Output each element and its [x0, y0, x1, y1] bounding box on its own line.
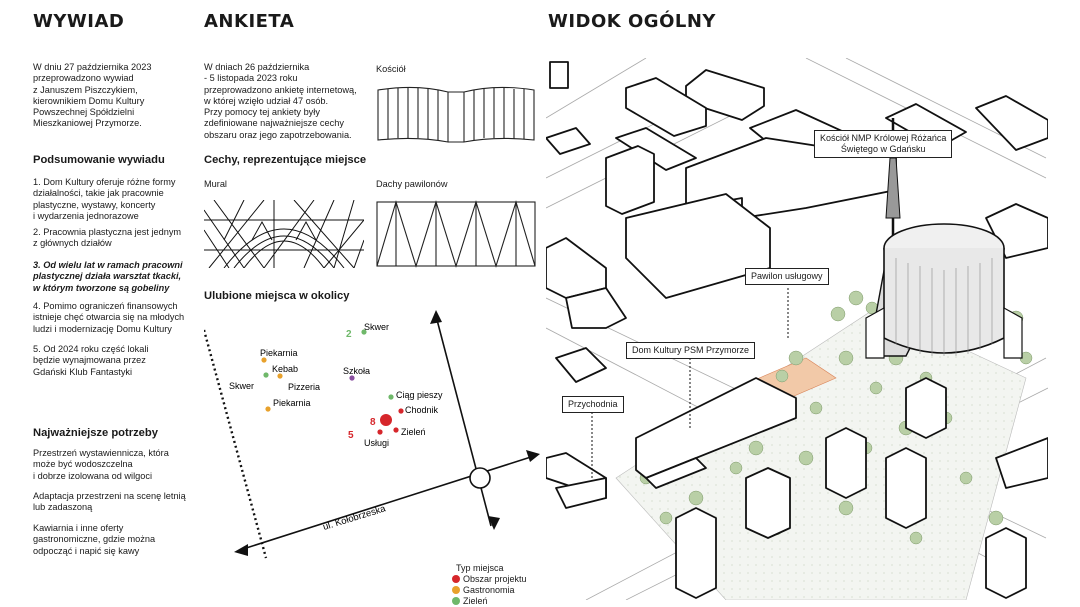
legend-item: Obszar projektu	[452, 574, 527, 585]
place-label: Chodnik	[405, 405, 439, 415]
need-2: Adaptacja przestrzeni na scenę letnią lu…	[33, 491, 186, 513]
places-heading: Ulubione miejsca w okolicy	[204, 290, 350, 302]
image-label-kosciol: Kościół	[376, 64, 406, 74]
image-label-dachy: Dachy pawilonów	[376, 179, 448, 189]
need-1: Przestrzeń wystawiennicza, która może by…	[33, 448, 169, 481]
axonometric-site-view	[546, 58, 1048, 600]
count-label: 5	[348, 430, 354, 441]
legend-swatch	[452, 586, 460, 594]
place-dot	[361, 329, 367, 335]
image-label-mural: Mural	[204, 179, 227, 189]
place-label: Piekarnia	[273, 398, 311, 408]
place-label: Piekarnia	[260, 348, 298, 358]
map-boundary-dotted	[204, 329, 268, 559]
place-label: Usługi	[364, 438, 389, 448]
place-dot	[377, 429, 383, 435]
map-arrowheads	[234, 310, 540, 556]
callout-pawilon: Pawilon usługowy	[745, 268, 829, 285]
summary-point-2: 2. Pracownia plastyczna jest jednym z gł…	[33, 227, 182, 249]
place-dot	[349, 375, 355, 381]
legend-item: Zieleń	[452, 596, 527, 607]
count-label: 2	[346, 329, 352, 340]
place-label: Ciąg pieszy	[396, 390, 443, 400]
place-type-legend: Typ miejsca Obszar projektu Gastronomia …	[452, 563, 527, 607]
buildings	[546, 61, 1048, 599]
summary-point-5: 5. Od 2024 roku część lokali będzie wyna…	[33, 344, 149, 377]
summary-point-4: 4. Pomimo ograniczeń finansowych istniej…	[33, 301, 185, 334]
need-3: Kawiarnia i inne oferty gastronomiczne, …	[33, 523, 156, 556]
street-label: ul. Kołobrzeska	[322, 503, 388, 533]
features-heading: Cechy, reprezentujące miejsce	[204, 154, 367, 166]
legend-label: Obszar projektu	[463, 574, 527, 584]
place-dot	[265, 406, 271, 412]
legend-item: Gastronomia	[452, 585, 527, 596]
place-dot	[398, 408, 404, 414]
needs-heading: Najważniejsze potrzeby	[33, 427, 158, 439]
church-sketch-image	[377, 86, 535, 143]
place-label: Pizzeria	[288, 382, 320, 392]
place-dot	[388, 394, 394, 400]
map-center-circle	[469, 467, 491, 489]
summary-heading: Podsumowanie wywiadu	[33, 154, 165, 166]
place-dot	[393, 427, 399, 433]
place-dot	[263, 372, 269, 378]
count-label: 8	[370, 417, 376, 428]
section-title-ankieta: ANKIETA	[204, 11, 295, 32]
legend-label: Gastronomia	[463, 585, 515, 595]
legend-label: Zieleń	[463, 596, 488, 606]
roofs-sketch-image	[376, 200, 536, 268]
callout-kosciol: Kościół NMP Królowej Różańca Świętego w …	[814, 130, 953, 158]
mural-sketch-image	[204, 200, 364, 268]
wywiad-intro: W dniu 27 października 2023 przeprowadzo…	[33, 62, 152, 129]
legend-title: Typ miejsca	[456, 563, 504, 573]
section-title-widok: WIDOK OGÓLNY	[548, 11, 716, 32]
favorite-places-map: ul. Kołobrzeska Skwer Piekarnia Kebab Sk…	[204, 310, 540, 559]
place-label: Kebab	[272, 364, 298, 374]
place-label: Skwer	[364, 322, 389, 332]
callout-przychodnia: Przychodnia	[562, 396, 624, 413]
legend-swatch	[452, 597, 460, 605]
place-label: Skwer	[229, 381, 254, 391]
legend-swatch	[452, 575, 460, 583]
place-dot-large	[380, 414, 392, 426]
ankieta-intro: W dniach 26 października - 5 listopada 2…	[204, 62, 357, 140]
summary-point-3: 3. Od wielu lat w ramach pracowni plasty…	[33, 260, 183, 293]
place-label: Zieleń	[401, 427, 426, 437]
callout-dom-kultury: Dom Kultury PSM Przymorze	[626, 342, 756, 359]
section-title-wywiad: WYWIAD	[33, 11, 125, 32]
place-dot	[277, 373, 283, 379]
church-building	[865, 118, 1023, 359]
summary-point-1: 1. Dom Kultury oferuje różne formy dział…	[33, 177, 176, 221]
place-dot	[261, 357, 267, 363]
place-label: Szkoła	[343, 366, 370, 376]
